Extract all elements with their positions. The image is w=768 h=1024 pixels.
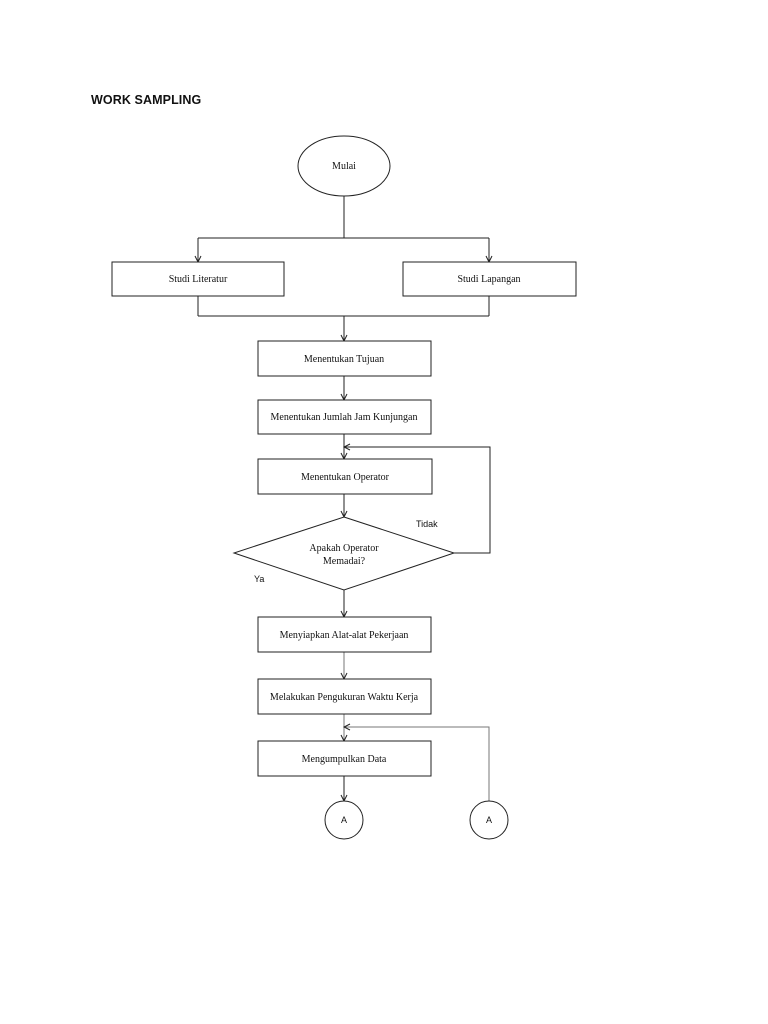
- edge-connector-in: [344, 727, 490, 801]
- node-goal-label: Menentukan Tujuan: [304, 354, 384, 365]
- node-connector-in-label: A: [486, 815, 492, 825]
- edge-label-yes: Ya: [254, 574, 264, 584]
- node-measure: Melakukan Pengukuran Waktu Kerja: [257, 678, 432, 715]
- connector-lines: [198, 196, 490, 801]
- node-start: Mulai: [297, 135, 391, 197]
- connector-out-circle: [324, 800, 364, 840]
- node-hours: Menentukan Jumlah Jam Kunjungan: [257, 399, 432, 435]
- edge-label-no: Tidak: [416, 519, 438, 529]
- node-field-label: Studi Lapangan: [457, 274, 520, 285]
- node-tools-label: Menyiapkan Alat-alat Pekerjaan: [280, 630, 409, 641]
- node-field: Studi Lapangan: [402, 261, 577, 297]
- tools-box: [257, 616, 432, 653]
- node-connector-in: A: [469, 800, 509, 840]
- node-operator: Menentukan Operator: [257, 458, 433, 495]
- hours-box: [257, 399, 432, 435]
- node-start-label: Mulai: [332, 161, 356, 172]
- node-measure-label: Melakukan Pengukuran Waktu Kerja: [270, 692, 419, 703]
- node-operator-label: Menentukan Operator: [301, 472, 390, 483]
- node-decision-label-1: Apakah Operator: [309, 543, 379, 554]
- node-literature-label: Studi Literatur: [169, 274, 228, 285]
- page-title: WORK SAMPLING: [91, 93, 202, 107]
- literature-box: [111, 261, 285, 297]
- node-connector-out: A: [324, 800, 364, 840]
- node-literature: Studi Literatur: [111, 261, 285, 297]
- node-decision-label-2: Memadai?: [323, 556, 366, 567]
- node-hours-label: Menentukan Jumlah Jam Kunjungan: [271, 412, 418, 423]
- node-decision: Apakah Operator Memadai?: [232, 516, 456, 591]
- measure-box: [257, 678, 432, 715]
- start-ellipse: [297, 135, 391, 197]
- operator-box: [257, 458, 433, 495]
- node-collect: Mengumpulkan Data: [257, 740, 432, 777]
- node-collect-label: Mengumpulkan Data: [302, 754, 387, 765]
- node-connector-out-label: A: [341, 815, 347, 825]
- edge-no-loop: [344, 447, 491, 554]
- node-tools: Menyiapkan Alat-alat Pekerjaan: [257, 616, 432, 653]
- node-goal: Menentukan Tujuan: [257, 340, 432, 377]
- goal-box: [257, 340, 432, 377]
- connector-in-circle: [469, 800, 509, 840]
- decision-diamond: [232, 516, 456, 591]
- collect-box: [257, 740, 432, 777]
- field-box: [402, 261, 577, 297]
